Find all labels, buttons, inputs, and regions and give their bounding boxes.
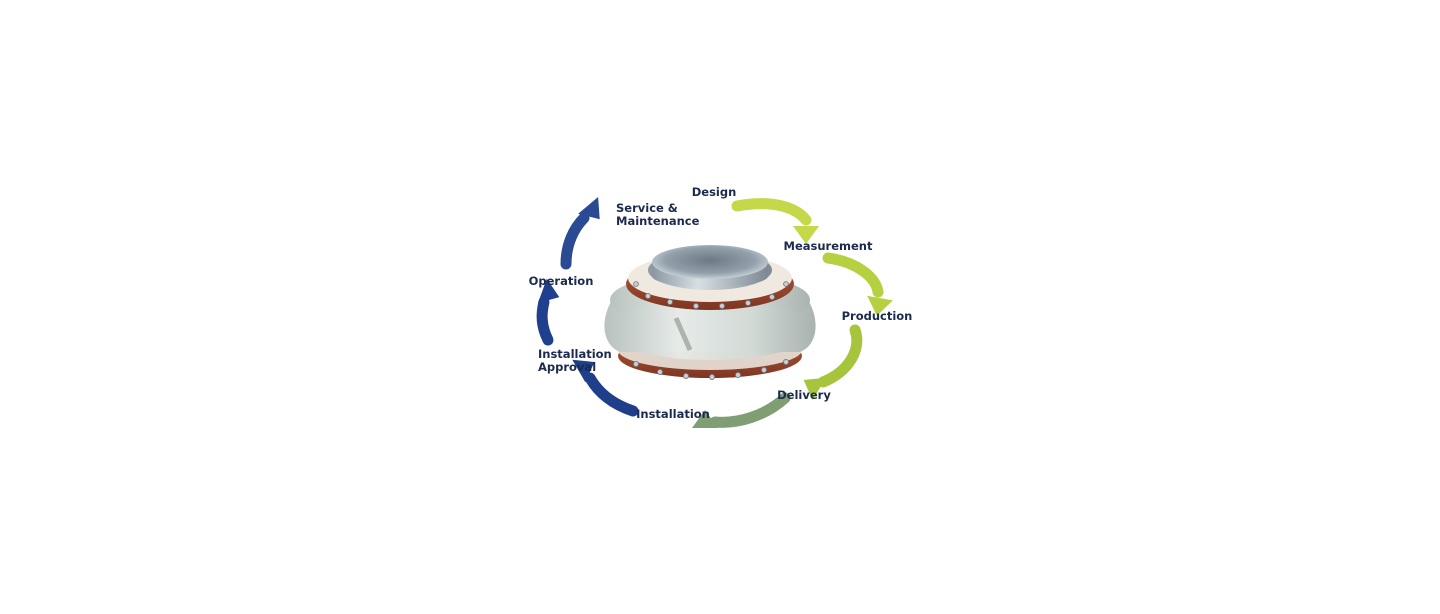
stage-label-line: Approval xyxy=(538,360,596,374)
fabric-seam xyxy=(673,316,693,352)
arrow-installation-to-installation-approval xyxy=(572,359,639,417)
fabric-bulge xyxy=(606,300,814,360)
arrow-shaft xyxy=(817,324,863,388)
arrow-installation-approval-to-operation xyxy=(536,278,560,346)
steel-sleeve-opening xyxy=(652,245,768,279)
arrow-shaft xyxy=(536,296,554,346)
stage-label-line: Installation xyxy=(538,347,612,361)
stage-label-measurement: Measurement xyxy=(784,239,873,253)
arrow-shaft xyxy=(822,252,884,298)
arrow-measurement-to-production xyxy=(822,252,893,316)
arrow-production-to-delivery xyxy=(803,324,863,401)
stage-label-installation: Installation xyxy=(636,407,710,421)
stage-label-line: Production xyxy=(842,309,913,323)
stage-label-design: Design xyxy=(692,185,737,199)
arrow-shaft xyxy=(709,392,791,428)
arrow-head xyxy=(803,377,826,401)
stage-labels: DesignMeasurementProductionDeliveryInsta… xyxy=(529,185,913,421)
arrow-shaft xyxy=(560,212,590,270)
arrow-head xyxy=(537,278,560,304)
stage-label-line: Measurement xyxy=(784,239,873,253)
stage-label-operation: Operation xyxy=(529,274,594,288)
bolts xyxy=(633,281,790,380)
arrow-head xyxy=(578,197,600,220)
stage-label-service-maintenance: Service &Maintenance xyxy=(616,201,700,228)
arrow-operation-to-service-maintenance xyxy=(560,197,600,270)
cycle-arrows xyxy=(536,197,893,428)
arrow-head xyxy=(867,295,893,316)
stage-label-production: Production xyxy=(842,309,913,323)
arrow-delivery-to-installation xyxy=(692,392,791,428)
stage-label-line: Maintenance xyxy=(616,214,700,228)
arrow-head xyxy=(692,410,718,428)
stage-label-line: Delivery xyxy=(777,388,831,402)
arrow-shaft xyxy=(731,198,812,226)
arrow-head xyxy=(572,359,595,383)
stage-label-line: Service & xyxy=(616,201,678,215)
stage-label-line: Installation xyxy=(636,407,710,421)
arrow-design-to-measurement xyxy=(731,198,819,244)
stage-label-line: Operation xyxy=(529,274,594,288)
stage-label-line: Design xyxy=(692,185,737,199)
arrow-shaft xyxy=(584,372,639,417)
stage-label-delivery: Delivery xyxy=(777,388,831,402)
arrow-head xyxy=(793,226,819,244)
expansion-joint-image xyxy=(604,245,816,380)
